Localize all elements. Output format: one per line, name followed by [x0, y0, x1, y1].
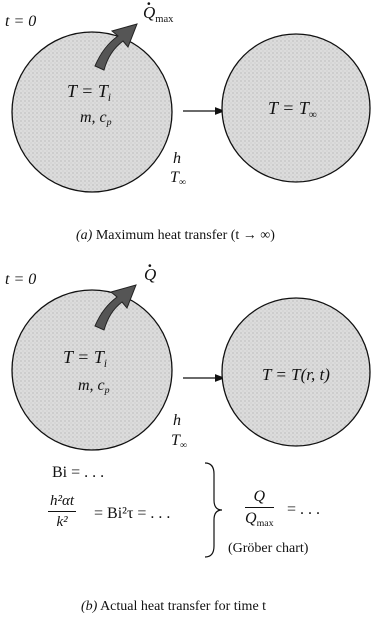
- caption-a: (a) Maximum heat transfer (t → ∞): [76, 229, 275, 243]
- heat-label-b: Q: [144, 266, 156, 283]
- heat-ratio-rhs: = . . .: [287, 502, 320, 518]
- conv-h-b: h: [173, 413, 181, 429]
- sphere-b-initial: [12, 290, 172, 450]
- conv-h-a: h: [173, 151, 181, 167]
- fourier-fraction: h²αt k²: [48, 493, 76, 531]
- initial-temp-b: T = Ti: [63, 348, 107, 366]
- conv-tinf-b: T∞: [171, 433, 187, 449]
- time-label-b: t = 0: [5, 272, 36, 288]
- final-temp-b: T = T(r, t): [262, 366, 330, 383]
- time-label-a: t = 0: [5, 14, 36, 30]
- props-b: m, cp: [78, 378, 110, 394]
- initial-temp-a: T = Ti: [67, 82, 111, 100]
- grober-chart-label: (Gröber chart): [228, 542, 308, 556]
- fourier-rhs: = Bi²τ = . . .: [94, 506, 170, 522]
- final-temp-a: T = T∞: [268, 99, 317, 117]
- biot-equation: Bi = . . .: [52, 465, 104, 481]
- heat-ratio-fraction: Q Qmax: [245, 488, 274, 528]
- props-a: m, cp: [80, 110, 112, 126]
- heat-label-a: Qmax: [143, 4, 173, 22]
- conv-tinf-a: T∞: [170, 170, 186, 186]
- brace: [205, 463, 222, 557]
- caption-b: (b) Actual heat transfer for time t: [81, 600, 266, 614]
